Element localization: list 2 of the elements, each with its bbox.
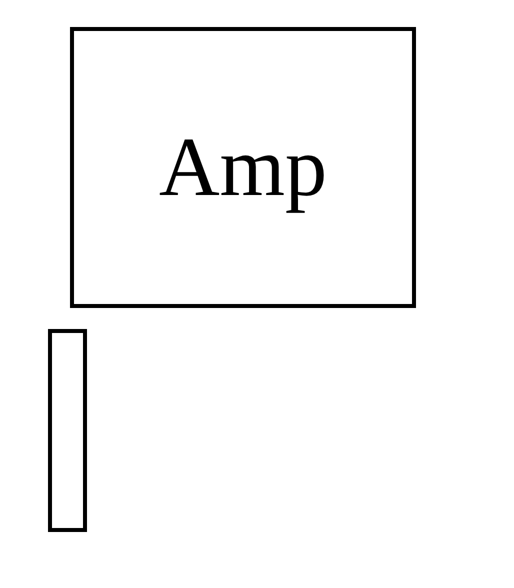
bar-shape	[48, 329, 87, 532]
amplifier-box	[70, 27, 416, 308]
